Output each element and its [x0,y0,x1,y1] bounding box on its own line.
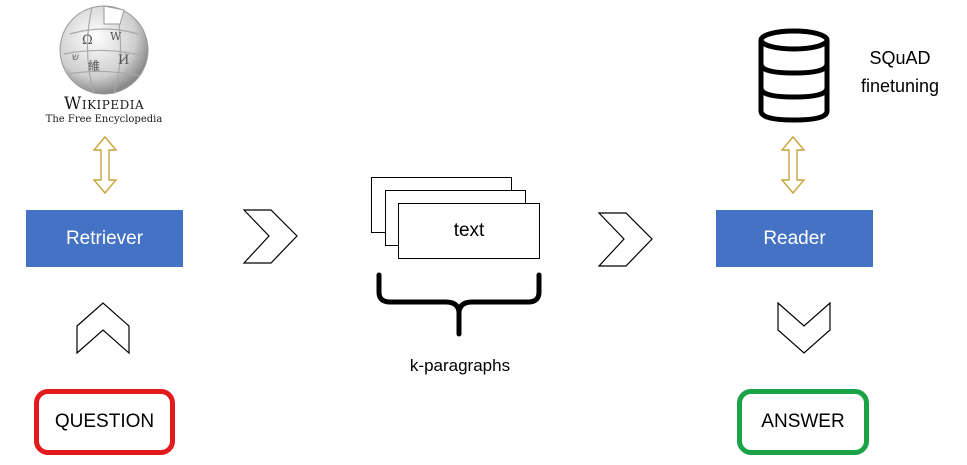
paragraph-card-text: text [453,220,485,241]
answer-label: ANSWER [761,411,845,432]
question-box: QUESTION [34,389,175,455]
chevron-right-icon [242,209,298,264]
chevron-down-icon [777,301,831,354]
answer-box: ANSWER [737,389,869,455]
wikipedia-wordmark: Wikipedia [63,94,145,114]
wikipedia-tagline: The Free Encyclopedia [45,114,163,125]
squad-label-line2: finetuning [860,76,940,96]
reader-box: Reader [716,210,873,267]
chevron-right-icon [597,212,653,267]
wikipedia-globe-icon: Ω W И 維 ש [59,5,149,95]
paragraph-card-front: text [398,203,540,259]
database-icon [758,28,830,123]
curly-brace-icon [376,272,542,337]
question-label: QUESTION [54,411,155,432]
retriever-box: Retriever [26,210,183,267]
squad-label-line1: SQuAD [869,48,931,68]
globe-glyph: Ω [82,33,93,48]
globe-glyph: W [110,30,122,43]
globe-glyph: 維 [88,59,100,73]
chevron-up-icon [76,302,130,355]
double-headed-vertical-arrow-icon [780,135,806,195]
globe-glyph: ש [72,52,79,63]
reader-label: Reader [763,227,826,249]
double-headed-vertical-arrow-icon [92,135,118,195]
k-paragraphs-caption: k-paragraphs [409,356,511,375]
retriever-label: Retriever [65,227,144,249]
globe-glyph: И [118,53,129,68]
